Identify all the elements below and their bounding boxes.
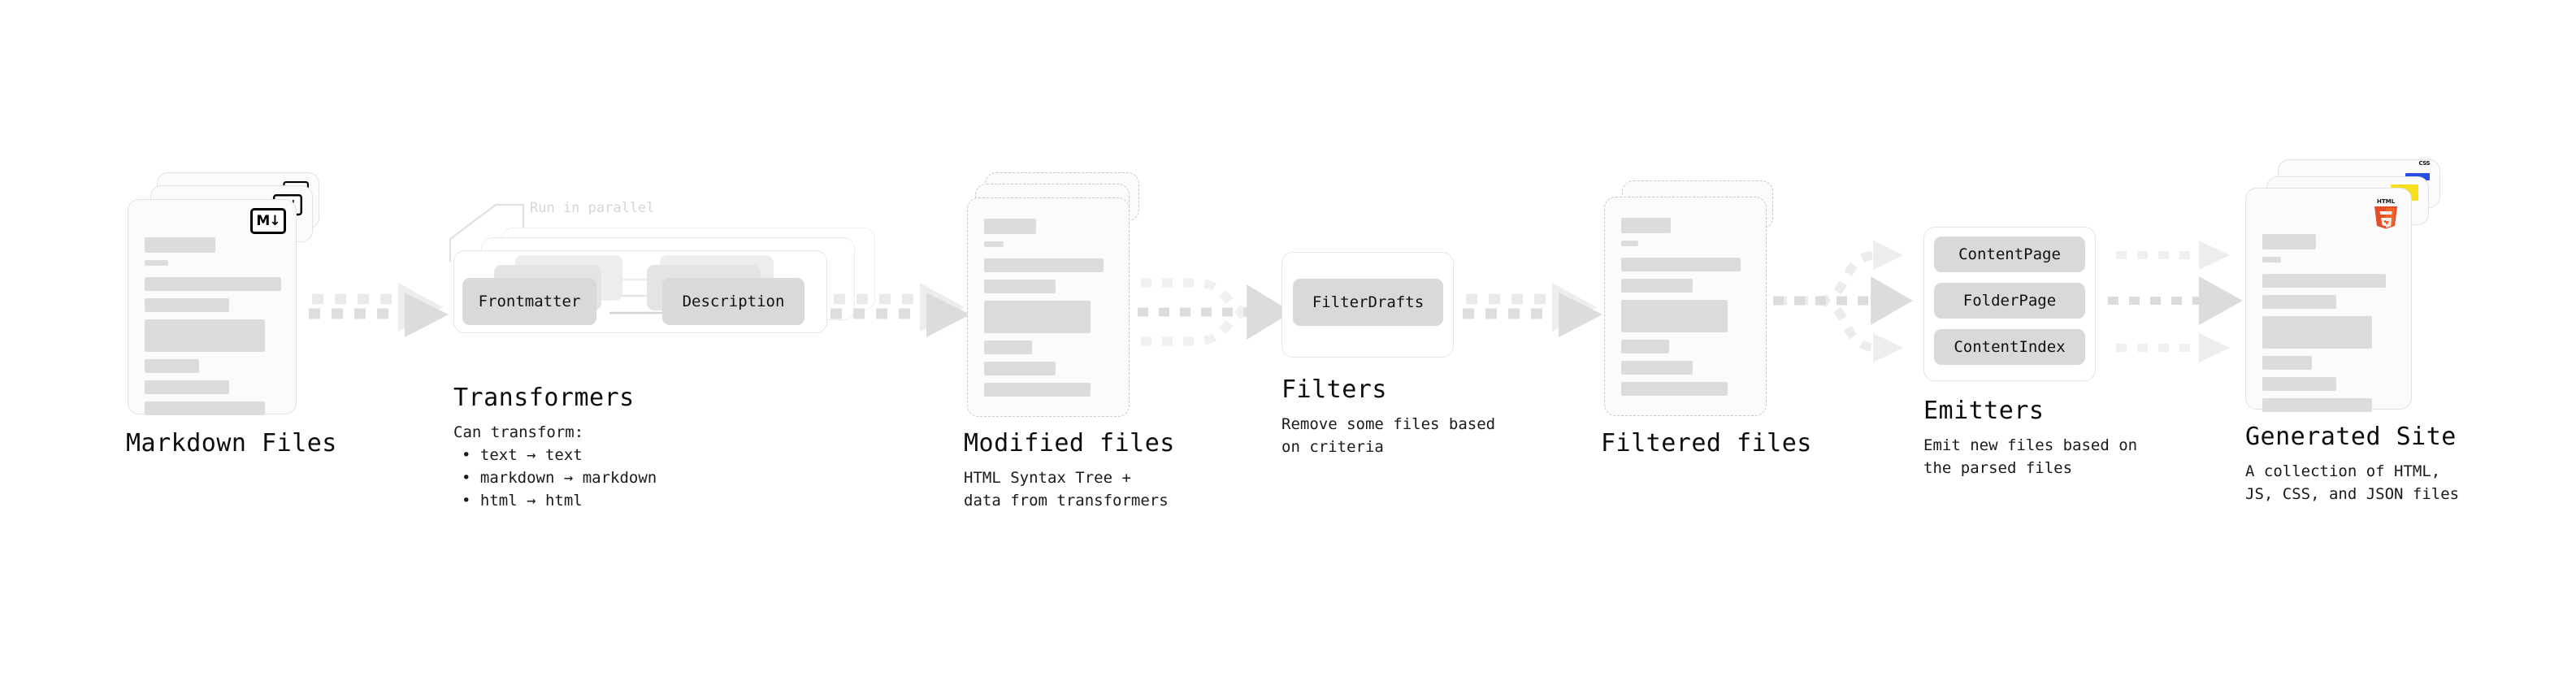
modified-file-content [984,219,1114,404]
content-bar [2262,295,2336,309]
site-file-content [2262,234,2396,419]
filtered-files-title: Filtered files [1601,429,1812,458]
content-bar [2262,377,2336,391]
content-bar [984,383,1091,397]
content-bar [145,260,168,266]
emitters-title: Emitters [1923,397,2045,425]
filtered-file-content [1621,218,1751,403]
content-bar [145,237,216,253]
content-bar [145,298,230,312]
generated-site-title: Generated Site [2245,423,2457,451]
content-bar [2262,356,2313,370]
content-bar [2262,398,2373,412]
emitter-chip-contentindex[interactable]: ContentIndex [1934,329,2085,365]
filter-chip-filterdrafts[interactable]: FilterDrafts [1293,279,1443,326]
content-bar [1621,279,1693,293]
transformers-bullet-2: • html → html [462,492,583,510]
content-bar [1621,340,1670,354]
content-bar [1621,241,1638,246]
content-bar [2262,234,2316,249]
connector-markdown-to-transformers [309,268,455,358]
content-bar [1621,258,1741,271]
content-bar [145,359,200,373]
generated-site-subtitle: A collection of HTML, JS, CSS, and JSON … [2245,462,2460,503]
site-file-card-front: HTML [2245,188,2412,412]
content-bar [1621,218,1671,233]
emitters-subtitle: Emit new files based on the parsed files [1923,436,2138,477]
content-bar [145,277,281,291]
transformer-chip-description[interactable]: Description [662,278,804,325]
filtered-file-card-front [1604,197,1767,416]
connector-transformers-to-modified [830,268,977,358]
content-bar [984,241,1004,247]
modified-files-subtitle: HTML Syntax Tree + data from transformer… [964,469,1169,510]
css3-icon-label: CSS [2418,160,2430,167]
content-bar [145,319,265,352]
run-in-parallel-bracket [449,202,546,263]
modified-file-card-front [967,197,1130,417]
svg-text:HTML: HTML [2377,198,2396,205]
filters-title: Filters [1281,375,1387,404]
transformers-bullet-1: • markdown → markdown [462,469,657,487]
emitter-chip-folderpage[interactable]: FolderPage [1934,283,2085,319]
content-bar [2262,316,2373,349]
markdown-files-title: Markdown Files [126,429,337,458]
content-bar [2262,257,2282,262]
content-bar [984,301,1091,333]
content-bar [984,362,1056,375]
connector-filtered-to-emitters [1773,229,1923,371]
content-bar [1621,361,1693,375]
content-bar [1621,382,1728,396]
markdown-file-content [145,237,281,423]
filters-subtitle: Remove some files based on criteria [1281,415,1496,456]
content-bar [2262,274,2386,288]
connector-filters-to-filtered [1463,268,1609,358]
markdown-icon: M↓ [250,208,286,234]
transformer-chip-frontmatter[interactable]: Frontmatter [462,278,596,325]
run-in-parallel-label: Run in parallel [530,200,655,216]
connector-modified-to-filters [1136,265,1299,362]
html5-icon: HTML [2372,197,2400,229]
content-bar [145,380,230,394]
transformers-bullet-0: • text → text [462,446,583,464]
markdown-file-card-front: M↓ [128,199,297,415]
modified-files-title: Modified files [964,429,1175,458]
content-bar [984,280,1056,293]
content-bar [984,219,1036,234]
transformers-title: Transformers [453,384,635,412]
emitter-chip-contentpage[interactable]: ContentPage [1934,236,2085,272]
content-bar [984,340,1033,354]
content-bar [1621,300,1728,332]
transformers-subtitle: Can transform: [453,423,584,441]
connector-emitters-to-site [2103,229,2266,371]
content-bar [984,258,1104,272]
content-bar [145,401,265,415]
